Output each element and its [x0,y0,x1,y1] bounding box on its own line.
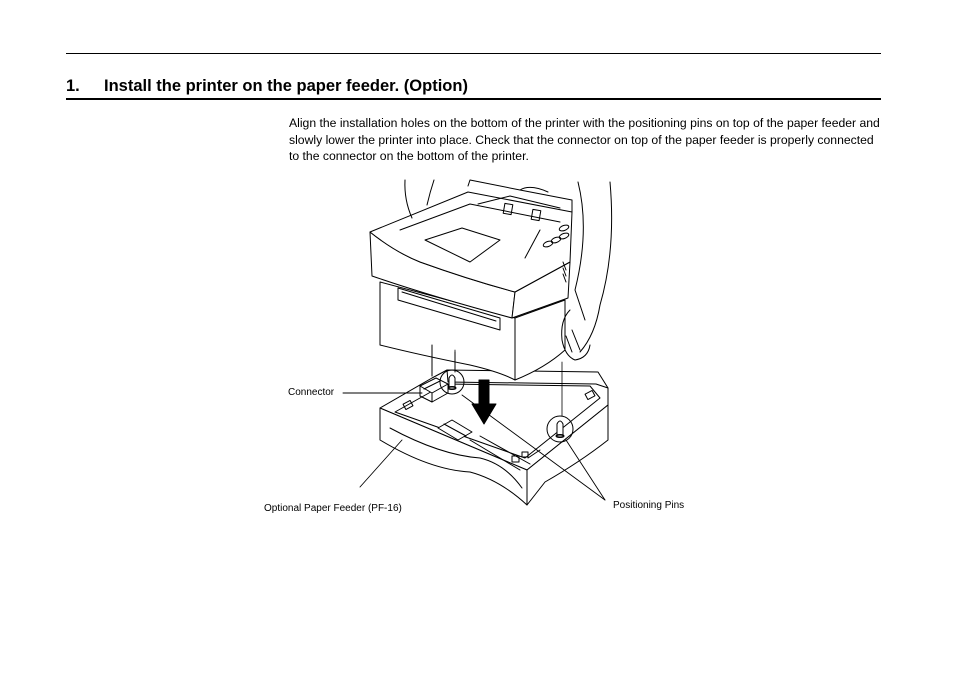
top-rule [66,53,881,54]
hands-illustration [404,179,613,361]
connector-label: Connector [288,387,335,398]
section-number: 1. [66,77,80,95]
down-arrow-icon [471,379,497,425]
section-title: Install the printer on the paper feeder.… [104,77,468,95]
callout-leaders [342,392,606,501]
alignment-lines [454,349,563,417]
instruction-paragraph: Align the installation holes on the bott… [289,116,880,163]
positioning-pin-right [546,415,574,443]
paper-feeder-illustration [379,369,609,506]
paper-feeder-label: Optional Paper Feeder (PF-16) [264,503,402,514]
section-heading: 1. Install the printer on the paper feed… [66,75,881,100]
printer-illustration [369,179,573,381]
positioning-pin-left [439,369,465,395]
positioning-pins-label: Positioning Pins [613,500,685,511]
